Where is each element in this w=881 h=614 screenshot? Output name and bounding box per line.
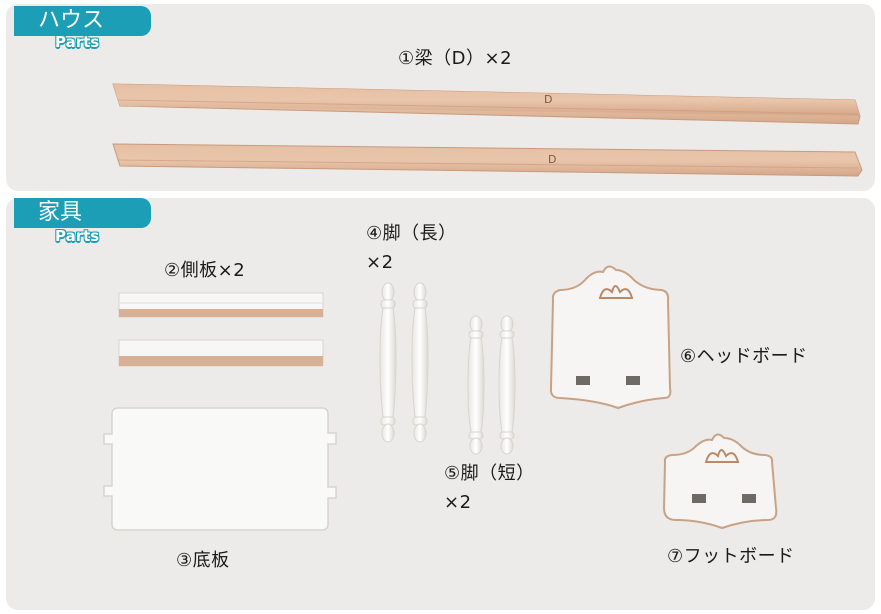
leg-long-2 xyxy=(411,282,429,443)
footboard xyxy=(662,433,778,530)
furniture-section-tab: 家具 xyxy=(14,198,151,228)
bottom-board xyxy=(103,407,337,531)
furniture-parts-panel xyxy=(6,198,875,610)
house-section-tab: ハウス xyxy=(14,6,151,36)
beam-top xyxy=(112,83,861,125)
beam-label: ①梁（D）×2 xyxy=(398,48,513,69)
furniture-parts-sublabel: Parts xyxy=(55,227,100,245)
leg-short-label: ⑤脚（短） xyxy=(444,463,535,484)
house-parts-sublabel: Parts xyxy=(55,33,100,51)
bottom-board-label: ③底板 xyxy=(176,550,230,571)
leg-short-1 xyxy=(467,315,485,455)
side-board-2 xyxy=(118,339,324,367)
side-board-label: ②側板×2 xyxy=(164,260,246,281)
leg-long-count: ×2 xyxy=(366,252,394,273)
headboard-label: ⑥ヘッドボード xyxy=(680,346,808,367)
beam-top-mark: D xyxy=(544,93,552,106)
headboard xyxy=(549,265,672,410)
footboard-label: ⑦フットボード xyxy=(667,546,795,567)
leg-long-label: ④脚（長） xyxy=(366,223,457,244)
leg-long-1 xyxy=(379,282,397,443)
beam-bottom-mark: D xyxy=(548,153,556,166)
side-board-1 xyxy=(118,292,324,318)
leg-short-2 xyxy=(498,315,516,455)
beam-bottom xyxy=(112,143,863,177)
leg-short-count: ×2 xyxy=(444,492,472,513)
